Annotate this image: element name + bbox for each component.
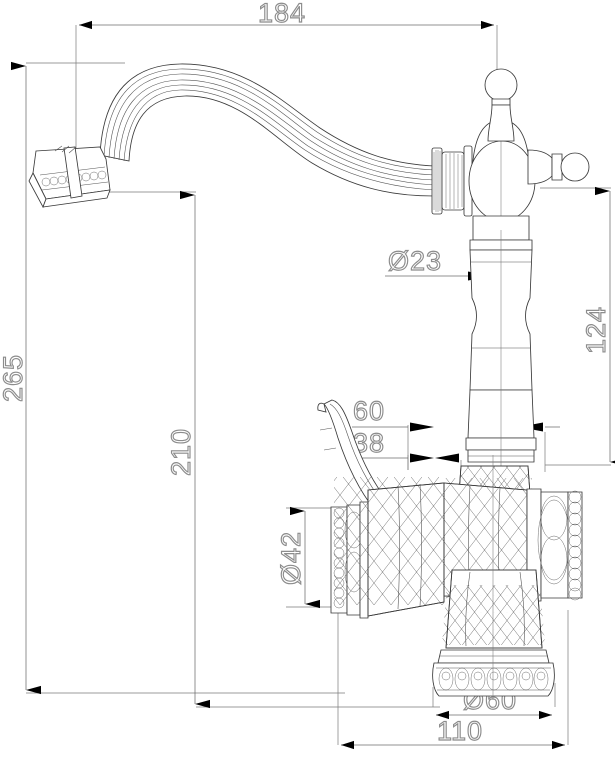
finial-ball (484, 68, 518, 142)
dimension-38: 38 (352, 427, 462, 470)
dimension-label-110: 110 (437, 716, 483, 746)
dimension-label-210: 210 (166, 428, 196, 476)
dimension-265: 265 (0, 61, 345, 695)
spout-collar (431, 145, 473, 217)
dimension-label-265: 265 (0, 354, 28, 402)
base-flange (432, 455, 555, 700)
dimension-124: 124 (540, 186, 615, 467)
dimension-110: 110 (337, 610, 569, 750)
barrel-left-texture (334, 477, 444, 605)
dimension-label-d42: Ø42 (276, 531, 306, 585)
pedestal-texture (442, 585, 545, 645)
dimension-label-184: 184 (258, 0, 306, 28)
side-knob (527, 149, 590, 185)
end-cap-beads (568, 490, 582, 601)
dimension-label-60: 60 (353, 396, 385, 426)
dimension-184: 184 (75, 0, 498, 185)
dimension-diameter-42: Ø42 (275, 506, 340, 609)
dimension-210: 210 (100, 190, 440, 709)
spout-outlet (28, 145, 111, 209)
dimension-label-124: 124 (581, 306, 611, 354)
column-shaft (465, 215, 537, 485)
collar-ribs (433, 150, 463, 212)
body-sphere (468, 70, 536, 230)
valve-barrel-left (334, 477, 445, 617)
dimension-label-d23: Ø23 (388, 246, 442, 276)
base-pedestal (442, 569, 545, 649)
fluted-spout (99, 63, 435, 197)
